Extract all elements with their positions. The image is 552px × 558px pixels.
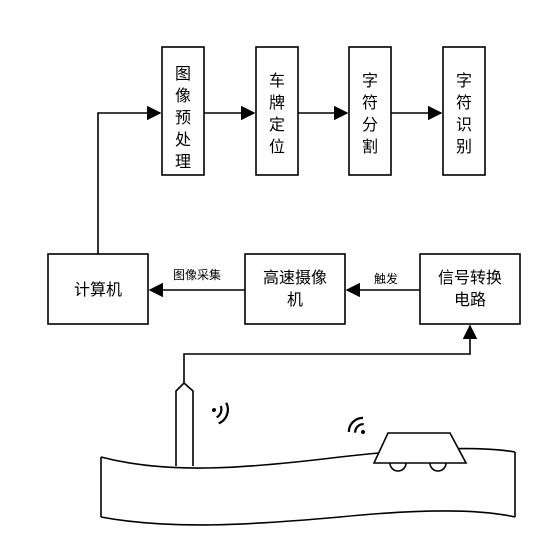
vertical-char: 牌 [269,93,285,112]
vehicle-wheel-front-icon [389,462,407,472]
computer-box [47,253,149,325]
plate-locate-box [255,46,299,176]
vertical-char: 处 [175,130,191,149]
camera-label-line2: 机 [287,290,303,309]
char-segment-box [348,46,392,176]
wireless-signal-icon [347,416,365,434]
vertical-char: 位 [269,137,285,156]
char-recognize-label: 字符识别 [456,71,472,156]
vertical-char: 别 [456,137,472,156]
vertical-char: 预 [175,108,191,127]
vertical-char: 字 [456,71,472,90]
vertical-char: 分 [362,115,378,134]
vertical-char: 车 [269,71,285,90]
vertical-char: 识 [456,115,472,134]
computer-label: 计算机 [74,280,122,299]
signal-circuit-label-line1: 信号转换 [438,268,502,287]
vertical-char: 字 [362,71,378,90]
wireless-signal-icon [212,402,229,425]
road-top-edge [100,447,516,469]
preprocess-label: 图像预处理 [175,64,191,171]
road-bottom-edge [100,510,516,526]
vertical-char: 符 [362,93,378,112]
vertical-char: 像 [175,86,191,105]
preprocess-box [161,46,205,176]
camera-label-line1: 高速摄像 [263,268,327,287]
char-recognize-box [442,46,486,176]
camera-box [244,253,346,325]
signal-circuit-label-line2: 电路 [454,290,486,309]
vertical-char: 图 [175,64,191,83]
vertical-char: 割 [362,137,378,156]
arrow-sensor-to-signal [183,324,478,383]
sensor-probe-icon [175,381,194,466]
plate-locate-label: 车牌定位 [269,71,285,156]
image-capture-label: 图像采集 [173,267,221,282]
vertical-char: 理 [175,152,191,171]
vertical-char: 定 [269,115,285,134]
signal-circuit-box [419,253,521,325]
vertical-char: 符 [456,93,472,112]
char-segment-label: 字符分割 [362,71,378,156]
vehicle-icon [372,432,468,464]
trigger-label: 触发 [374,271,398,286]
vehicle-wheel-rear-icon [429,462,447,472]
arrow-computer-to-preprocess [97,105,162,254]
